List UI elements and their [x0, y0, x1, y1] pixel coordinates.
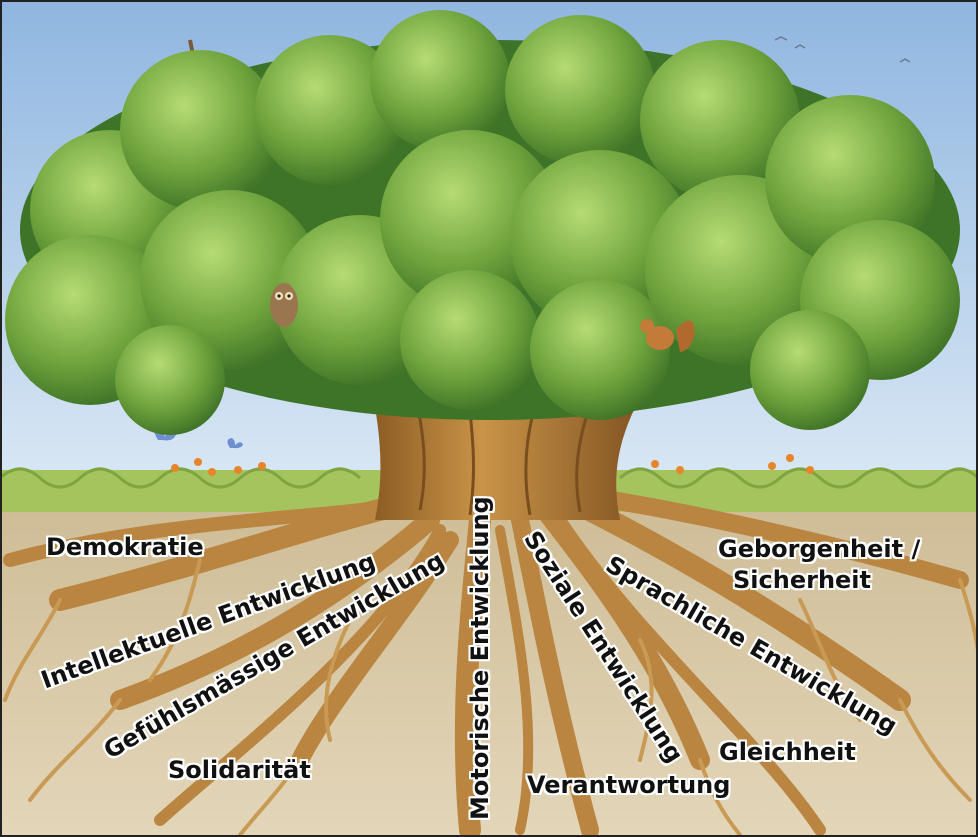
label-solidaritaet: Solidarität	[168, 758, 311, 782]
label-sicherheit: Sicherheit	[733, 568, 871, 592]
label-demokratie: Demokratie	[46, 535, 204, 559]
label-geborgenheit: Geborgenheit /	[718, 537, 920, 561]
owl-icon	[270, 283, 298, 327]
label-motorische-entwicklung: Motorische Entwicklung	[468, 496, 492, 820]
label-gleichheit: Gleichheit	[719, 740, 856, 764]
label-verantwortung: Verantwortung	[527, 773, 730, 797]
